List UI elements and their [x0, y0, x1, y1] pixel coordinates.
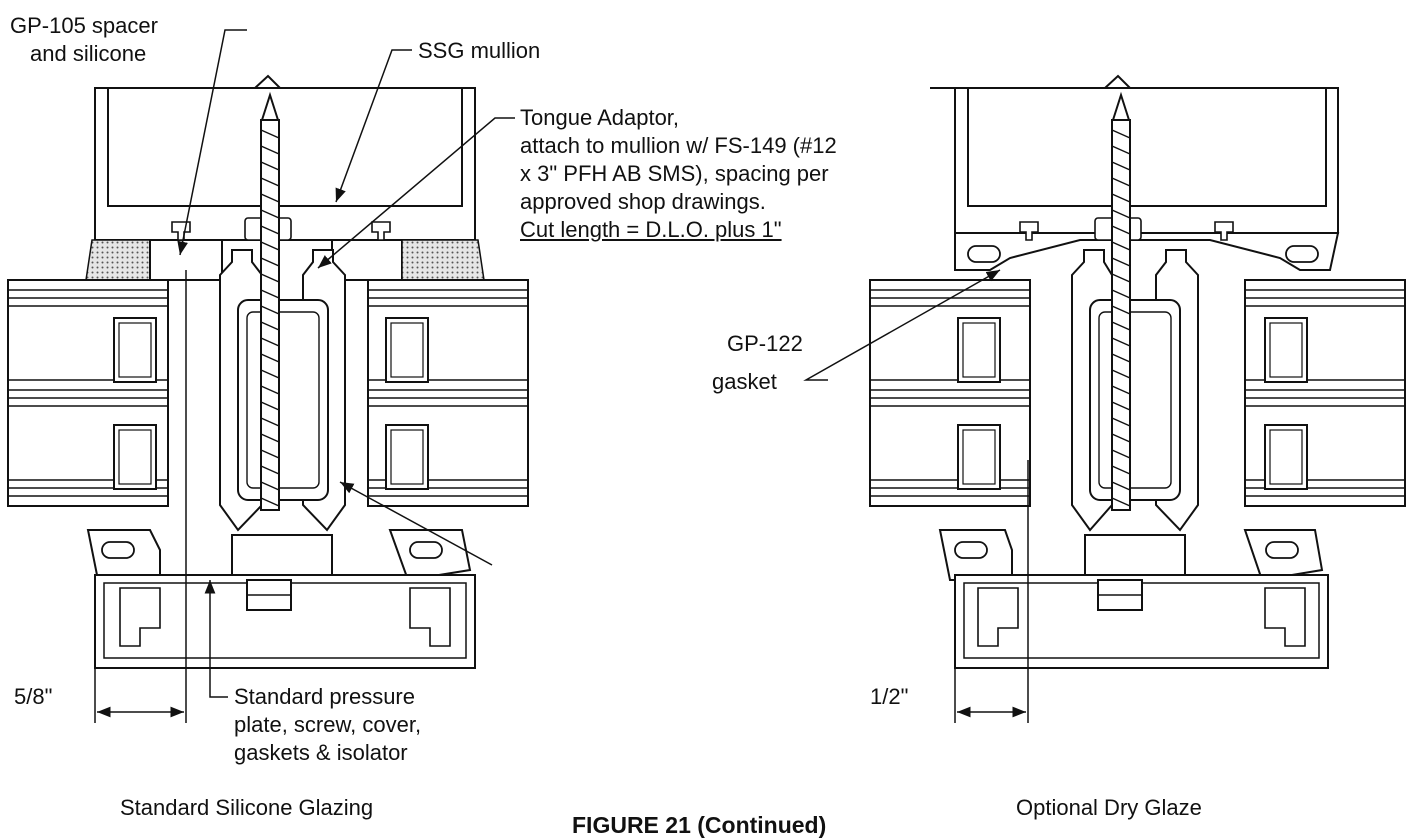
- std-plate-label-line1: Standard pressure: [234, 684, 415, 709]
- caption-left: Standard Silicone Glazing: [120, 795, 374, 820]
- dimension-right-label: 1/2": [870, 684, 909, 709]
- gp122-label-line1: GP-122: [727, 331, 803, 356]
- caption-right: Optional Dry Glaze: [1016, 795, 1202, 820]
- figure-caption: FIGURE 21 (Continued): [572, 812, 827, 838]
- std-plate-label-line2: plate, screw, cover,: [234, 712, 422, 737]
- left-detail: [7, 29, 529, 723]
- gp105-label-line2: and silicone: [30, 41, 147, 66]
- tongue-adaptor-label-line1: Tongue Adaptor,: [520, 105, 680, 130]
- ssg-mullion-label: SSG mullion: [418, 38, 541, 63]
- tongue-adaptor-label-line3: x 3" PFH AB SMS), spacing per: [520, 161, 829, 186]
- tongue-adaptor-label-line2: attach to mullion w/ FS-149 (#12: [520, 133, 837, 158]
- dimension-left-label: 5/8": [14, 684, 53, 709]
- tongue-adaptor-label-line5: Cut length = D.L.O. plus 1": [520, 217, 782, 242]
- std-plate-label-line3: gaskets & isolator: [234, 740, 408, 765]
- gp105-label-line1: GP-105 spacer: [10, 13, 158, 38]
- right-detail: [803, 74, 1406, 723]
- gp122-label-line2: gasket: [712, 369, 777, 394]
- tongue-adaptor-label-line4: approved shop drawings.: [520, 189, 766, 214]
